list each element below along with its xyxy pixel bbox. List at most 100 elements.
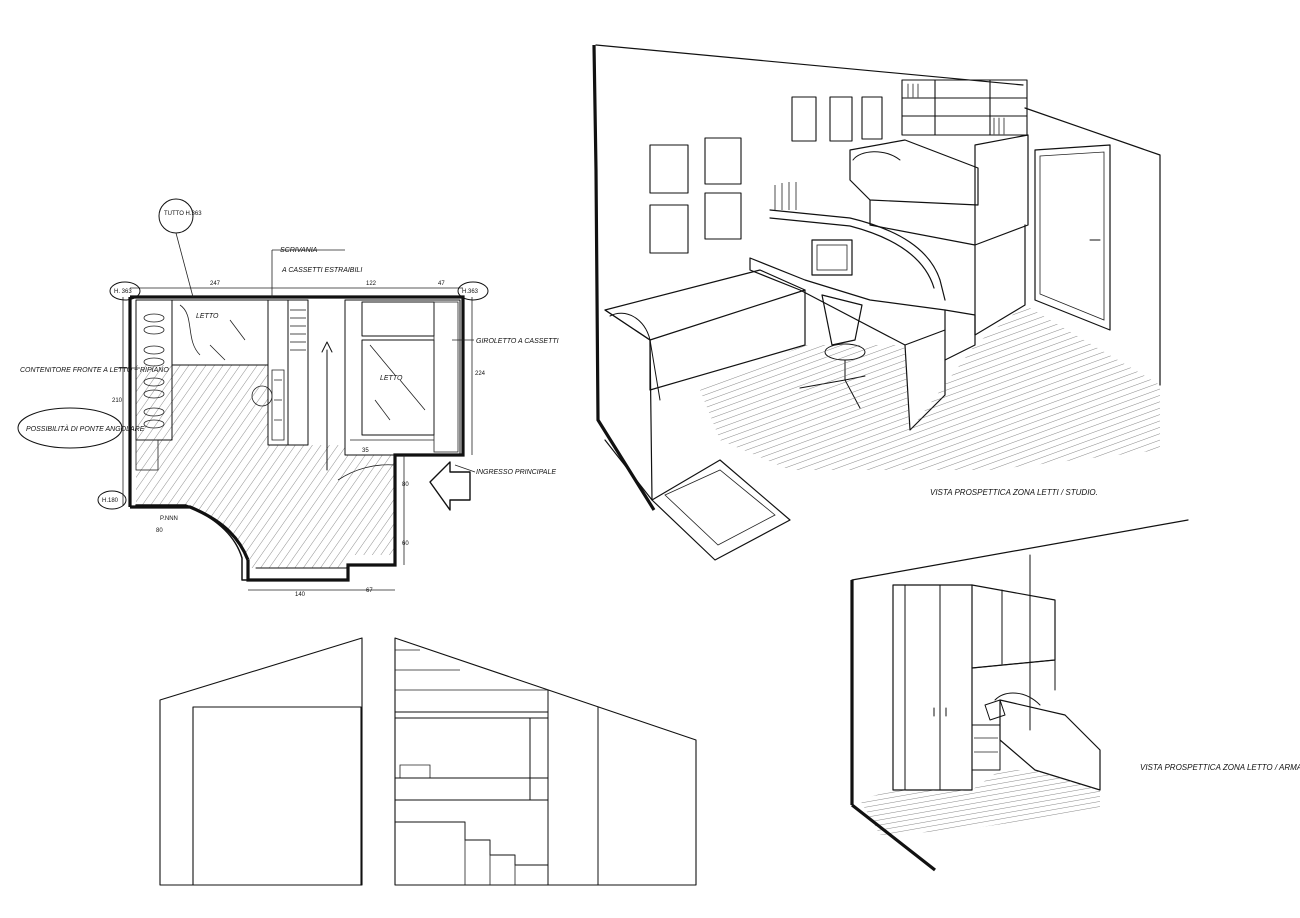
p2-wardrobe-handles — [933, 707, 947, 717]
p1-loft-bed — [849, 139, 979, 206]
p1-bed-end — [604, 309, 653, 501]
p1-books — [774, 182, 797, 210]
p2-lamp — [984, 699, 1006, 721]
leader-entry — [454, 464, 476, 473]
dim-inner-35: 35 — [362, 448, 369, 454]
p1-caption: VISTA PROSPETTICA ZONA LETTI / STUDIO. — [930, 488, 1098, 497]
elev-right-pillow — [399, 764, 431, 779]
note-wardrobe: GIROLETTO A CASSETTI — [476, 338, 559, 345]
p1-right-wall — [1024, 107, 1161, 386]
elev-right-loft — [395, 649, 548, 691]
dim-door-80: 80 — [402, 482, 409, 488]
perspective-beds-study: VISTA PROSPETTICA ZONA LETTI / STUDIO. — [592, 44, 1161, 561]
p1-monitor — [811, 239, 853, 276]
p1-door-frame — [1039, 151, 1105, 321]
elev-left-outline — [159, 637, 363, 886]
plan-arrow-up-icon — [321, 341, 333, 353]
elevation-right — [394, 637, 697, 886]
plan-right-unit — [344, 299, 461, 456]
plan-stair-steps — [290, 309, 306, 351]
svg-text:H.363: H.363 — [462, 289, 479, 295]
dim-left: 210 — [112, 398, 123, 404]
p1-desk-drawer — [944, 309, 976, 361]
dim-bottom-right: 67 — [366, 588, 373, 594]
p2-upper-cabinet-doors — [1001, 589, 1031, 665]
plan-walls — [130, 295, 465, 582]
svg-text:H.180: H.180 — [102, 498, 119, 504]
p1-loft-base — [869, 199, 1026, 336]
p1-chair-back — [821, 294, 863, 346]
elevation-left — [159, 637, 363, 886]
p2-nightstand-drawers — [974, 737, 998, 753]
plan-door-swing — [337, 464, 396, 481]
elev-right-bed-cavity — [394, 711, 549, 801]
plan-bed-right-label: LETTO — [380, 375, 403, 382]
p1-floor-hatch — [700, 305, 1160, 470]
note-desk: SCRIVANIA — [280, 247, 318, 254]
p1-curved-shelf — [769, 209, 946, 301]
svg-text:H. 363: H. 363 — [114, 289, 132, 295]
p1-wall-frames — [649, 96, 883, 254]
plan-inner-curve — [135, 504, 249, 581]
tag-total-height: TUTTO H.363 — [158, 198, 202, 298]
p2-floor-edge — [851, 803, 936, 872]
plan-bed-left-sheet — [179, 304, 246, 361]
p1-curved-shelf-edge — [769, 217, 935, 289]
floor-plan: LETTO LETTO — [17, 198, 559, 598]
p1-left-wall-edge — [592, 44, 656, 511]
elev-right-stair-risers — [464, 822, 516, 885]
p2-ceiling-line — [851, 519, 1189, 581]
p1-loft-shelves — [901, 79, 1028, 136]
plan-left-storage-drawers — [143, 313, 165, 429]
dim-top-left: 247 — [210, 281, 221, 287]
note-entry: INGRESSO PRINCIPALE — [476, 469, 556, 476]
plan-bed-left-label: LETTO — [196, 313, 219, 320]
plan-chair — [251, 385, 273, 407]
dim-bottom-mid: 140 — [295, 592, 306, 598]
plan-bed-right-sheet — [369, 344, 426, 421]
plan-corner-note: P.NNN — [160, 516, 178, 522]
tag-h-right: H.363 — [457, 281, 489, 301]
svg-text:TUTTO H.363: TUTTO H.363 — [164, 211, 202, 217]
note-left-wall: CONTENITORE FRONTE A LETTO + RIPIANO — [20, 367, 169, 374]
plan-right-shelf — [433, 301, 459, 453]
p2-alcove — [971, 659, 1056, 691]
perspective-bed-wardrobe: VISTA PROSPETTICA ZONA LETTO / ARMADIO. — [850, 519, 1300, 872]
p1-bed-drawer-inner — [664, 469, 776, 546]
elev-right-stairs — [394, 821, 549, 866]
dim-low-80: 80 — [156, 528, 163, 534]
dim-top-mid: 122 — [366, 281, 377, 287]
plan-upper-bed — [361, 301, 435, 337]
plan-desk — [267, 299, 289, 446]
p1-door — [1034, 144, 1111, 331]
elev-right-outline — [394, 637, 697, 886]
plan-bed-right — [361, 339, 435, 436]
plan-desk-items — [271, 369, 285, 441]
p1-bed-drawer — [651, 459, 791, 561]
p2-floor-hatch — [860, 770, 1100, 835]
p1-side-bookcase — [974, 134, 1029, 246]
p2-nightstand — [971, 724, 1001, 771]
p2-pillow — [994, 692, 1041, 706]
svg-text:POSSIBILITÀ DI PONTE ANGOLARE: POSSIBILITÀ DI PONTE ANGOLARE — [26, 424, 145, 433]
dim-top-right: 47 — [438, 281, 445, 287]
plan-stair — [287, 299, 309, 446]
entry-arrow-icon — [429, 461, 471, 511]
tag-h-left: H. 363 — [109, 281, 141, 301]
plan-dimension-lines — [122, 249, 473, 591]
p1-monitor-screen — [816, 244, 848, 271]
note-shelf: A CASSETTI ESTRAIBILI — [281, 267, 362, 274]
dim-door-60: 60 — [402, 541, 409, 547]
p1-bed-pillow — [609, 312, 661, 401]
dim-right: 224 — [475, 371, 486, 377]
tag-h-low: H.180 — [97, 490, 127, 510]
plan-floor-area — [136, 365, 395, 568]
bubble-corner-bookcase: POSSIBILITÀ DI PONTE ANGOLARE — [17, 407, 145, 449]
plan-small-cabinet — [135, 439, 159, 471]
p1-loft-pillow — [852, 151, 901, 161]
p1-ceiling-line — [595, 44, 1024, 86]
p2-upper-cabinets — [971, 584, 1056, 669]
elev-left-wardrobe — [192, 706, 362, 886]
p2-caption: VISTA PROSPETTICA ZONA LETTO / ARMADIO. — [1140, 763, 1300, 772]
